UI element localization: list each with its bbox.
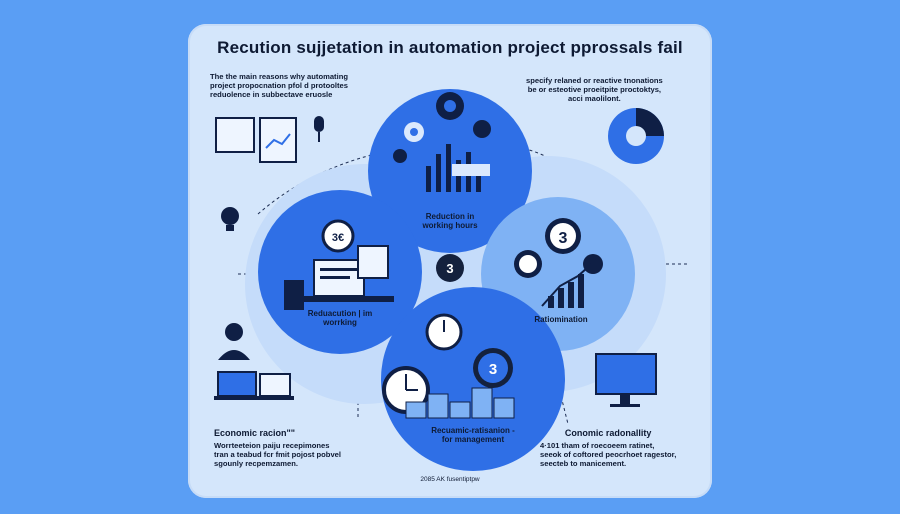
section-left-line: sgounly recpemzamen.	[214, 459, 298, 468]
infographic-card: Recution sujjetation in automation proje…	[188, 24, 712, 498]
intro-right-line: acci maolilont.	[567, 94, 621, 103]
section-right-heading: Conomic radonallity	[564, 428, 652, 438]
center-badge-text: 3	[446, 261, 453, 276]
top-circle-label-line: Reduction in	[425, 212, 475, 221]
section-right-line: seecteb to manicement.	[540, 459, 627, 468]
left-circle-label-line: Reduacution | im	[307, 309, 373, 318]
lightbulb-icon	[221, 207, 239, 231]
top-circle-label-line: working hours	[422, 221, 478, 230]
footer-credit: 2085 AK fusentiptpw	[420, 476, 480, 483]
left-badge-text: 3€	[332, 232, 344, 244]
bottom-number-badge: 3	[473, 348, 513, 388]
left-number-badge: 3€	[321, 219, 355, 253]
intro-right-line: be or esteotive proeitpite proctoktys,	[527, 85, 662, 94]
left-document-icon	[284, 245, 394, 310]
person-icon	[218, 323, 250, 360]
bottom-circle-label-line: for management	[441, 435, 505, 444]
section-left: Economic racion"" Worrteeteion paiju rec…	[214, 428, 341, 468]
section-left-heading: Economic racion""	[214, 428, 296, 438]
section-right-line: seeok of coftored peocrhoet ragestor,	[540, 450, 677, 459]
left-monitor-icon	[215, 117, 297, 163]
microphone-icon	[314, 116, 324, 142]
intro-left-line: reduolence in subbectave eruosle	[210, 90, 333, 99]
section-right: Conomic radonallity 4·101 tham of roecoe…	[540, 428, 676, 468]
top-bar-chart-icon	[426, 144, 490, 192]
bottom-circle-label-line: Recuamic-ratisanion -	[431, 426, 515, 435]
right-circle-label: Ratiomination	[534, 315, 588, 324]
section-right-line: 4·101 tham of roecoeem ratinet,	[540, 441, 655, 450]
section-left-line: tran a teabud fcr fmit pojost pobvel	[214, 450, 341, 459]
right-badge-text: 3	[559, 230, 568, 247]
right-gears-icon	[514, 218, 603, 278]
page-title: Recution sujjetation in automation proje…	[217, 38, 683, 57]
intro-right: specify relaned or reactive tnonations b…	[526, 76, 663, 103]
right-number-badge: 3	[559, 230, 568, 247]
intro-left-line: The the main reasons why automating	[210, 72, 348, 81]
diagram-canvas: 3 3 3 3€	[214, 89, 688, 471]
right-growth-chart-icon	[541, 259, 597, 308]
intro-left: The the main reasons why automating proj…	[210, 72, 348, 99]
right-pie-gear-icon	[608, 108, 664, 164]
center-number-badge: 3	[436, 254, 464, 282]
bottom-bar-chart-icon	[405, 387, 515, 419]
bottom-circle-label: Recuamic-ratisanion - for management	[418, 426, 528, 444]
top-circle-label: Reduction in working hours	[410, 212, 490, 230]
section-left-line: Worrteeteion paiju recepimones	[214, 441, 330, 450]
bottom-badge-text: 3	[489, 361, 497, 378]
left-circle-label: Reduacution | im worrking	[298, 309, 382, 327]
laptop-icon	[214, 371, 294, 400]
top-gears-icon	[393, 92, 491, 163]
right-monitor-icon	[595, 353, 657, 407]
intro-left-line: project propocnation pfol d protooltes	[210, 81, 348, 90]
left-circle-label-line: worrking	[323, 318, 357, 327]
intro-right-line: specify relaned or reactive tnonations	[526, 76, 663, 85]
